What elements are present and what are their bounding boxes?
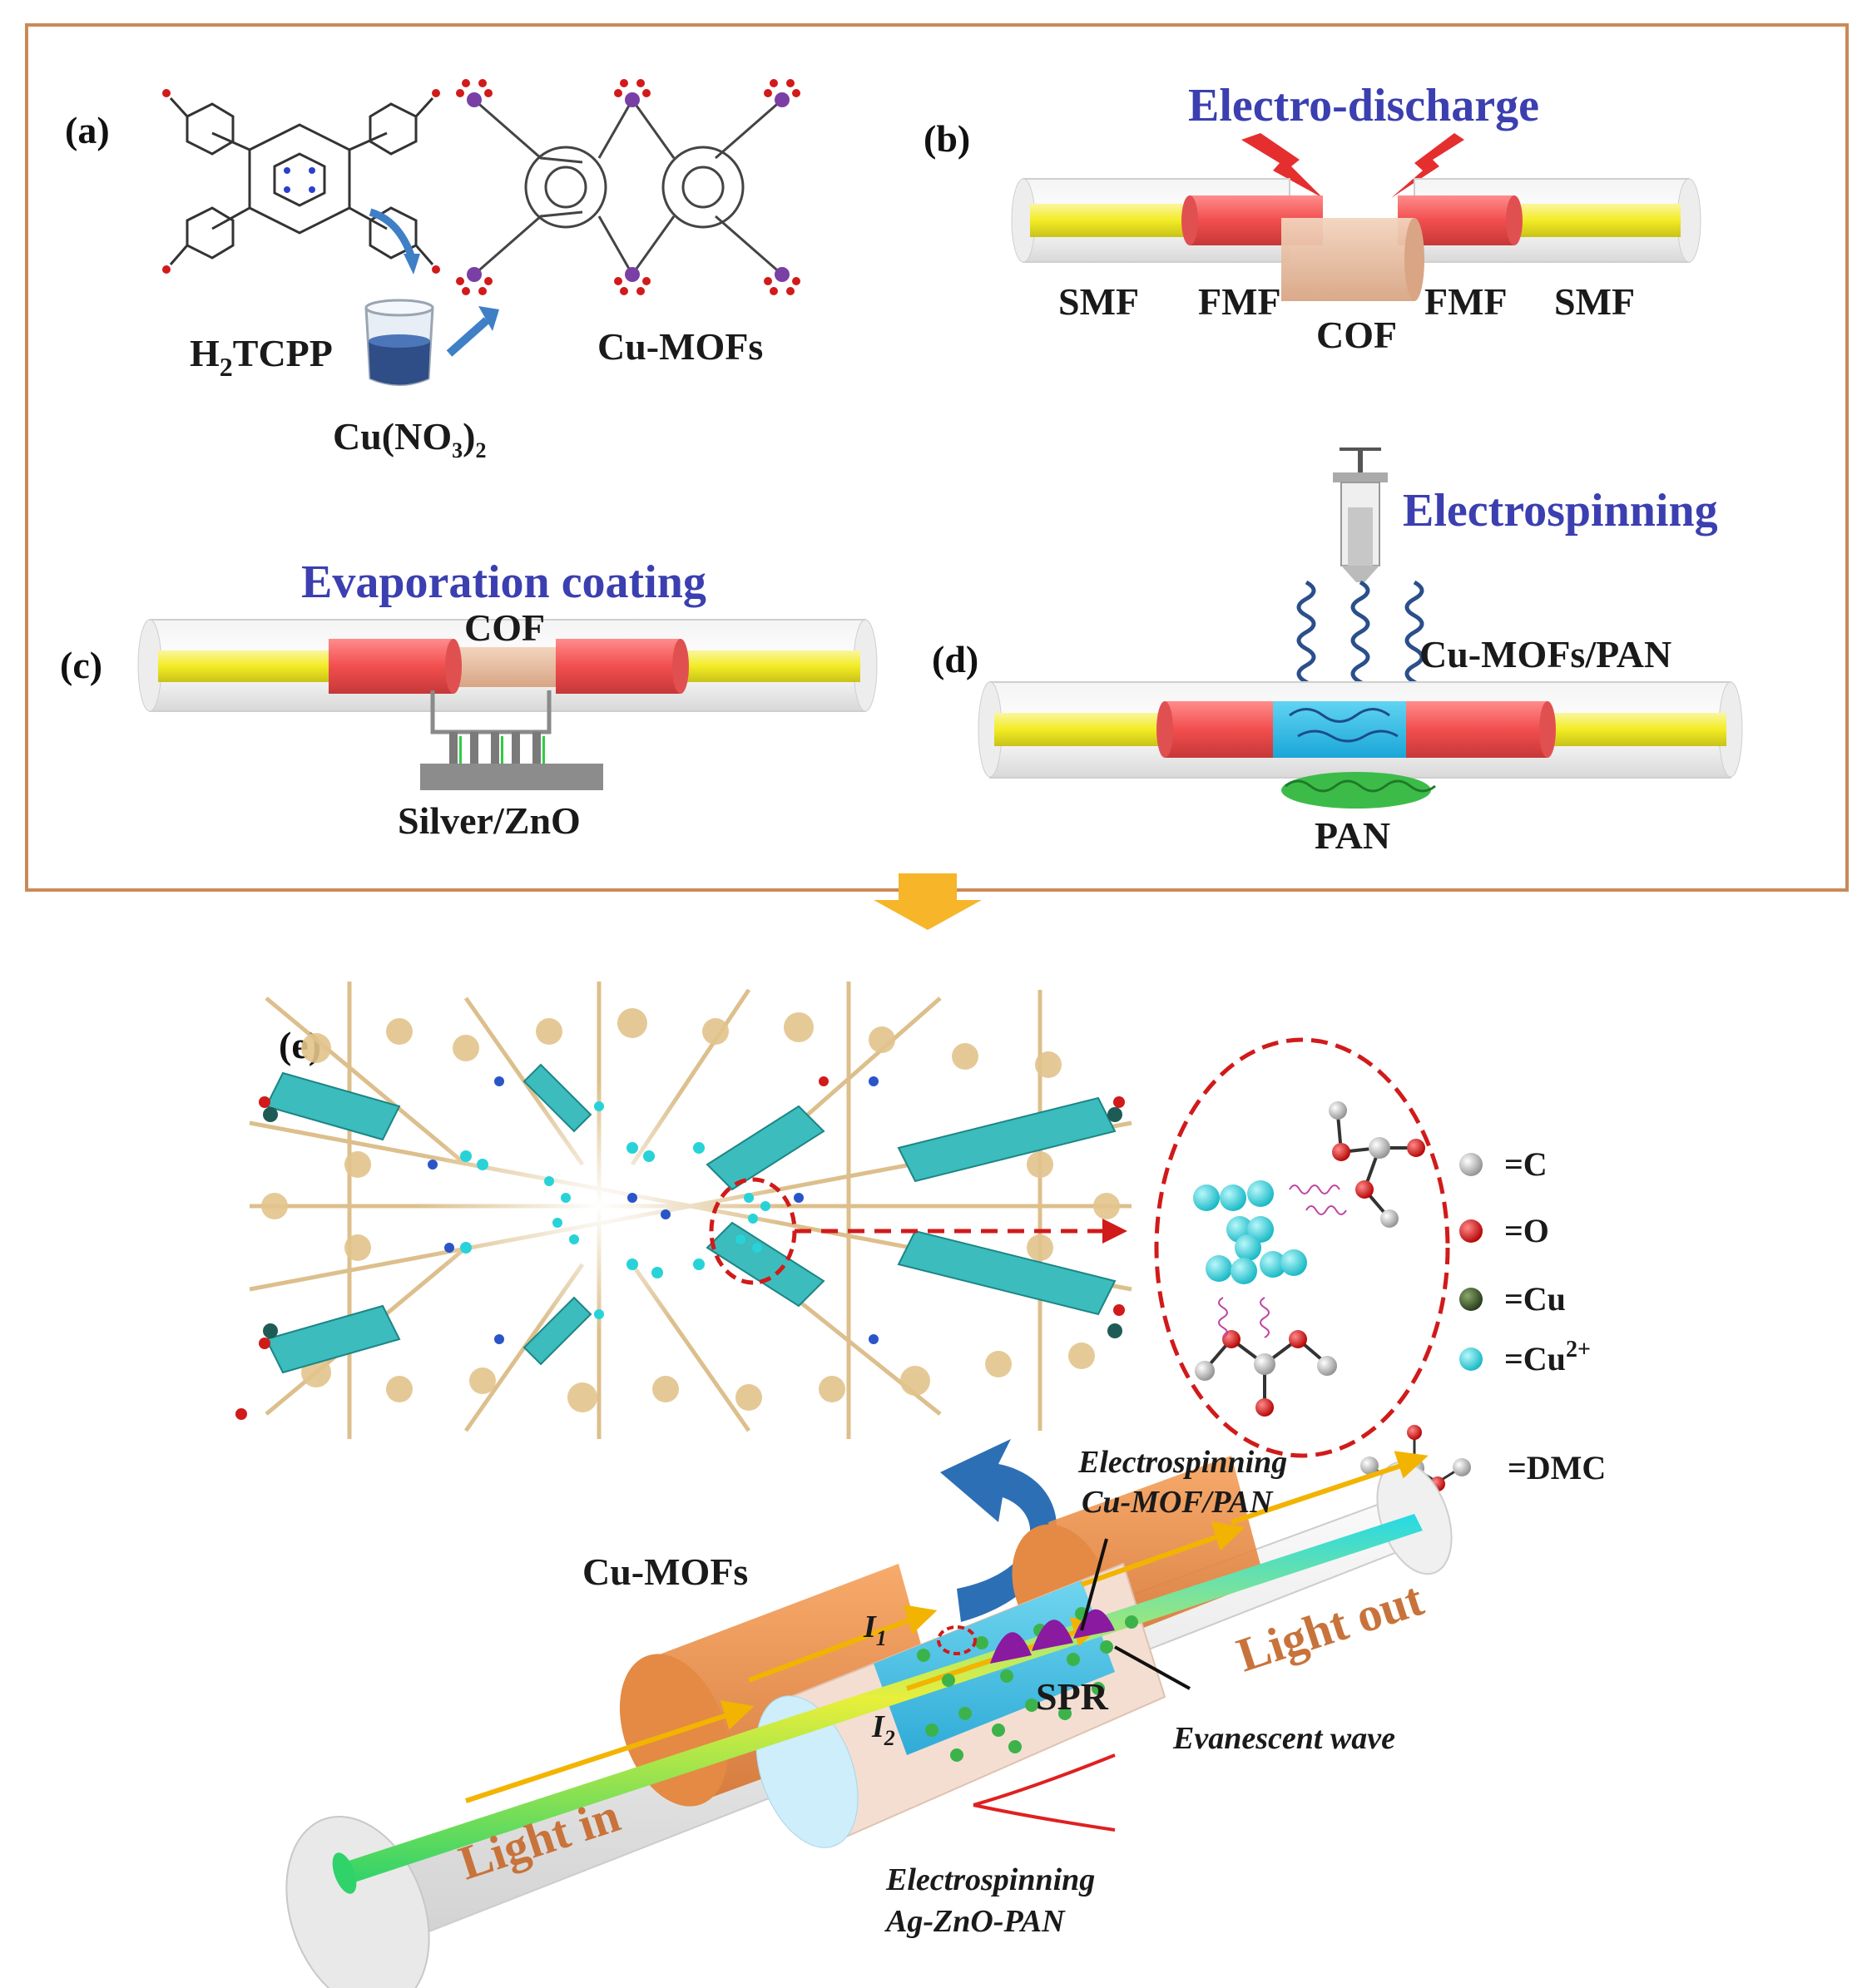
evaporation-source xyxy=(420,690,603,790)
cof-label-c: COF xyxy=(464,606,545,649)
cof-segment-c xyxy=(449,647,557,687)
light-core-beam xyxy=(341,1514,1423,1884)
panel-c: (c) Evaporation coating COF Silver xyxy=(60,556,878,842)
evaporation-coating-title: Evaporation coating xyxy=(301,556,706,608)
panel-e: (e) xyxy=(235,982,1606,1988)
curved-arrow-icon xyxy=(369,208,416,260)
lightning-left-icon xyxy=(1241,133,1323,198)
fmf-right-d xyxy=(1406,701,1548,758)
legend-oxygen-label: =O xyxy=(1504,1212,1549,1249)
cu-mofs-structure-label: Cu-MOFs xyxy=(582,1550,748,1593)
panel-b: (b) Electro-discharge SMF FMF COF FMF SM… xyxy=(924,80,1701,356)
copper-nitrate-label: Cu(NO3)2 xyxy=(333,415,486,462)
evanescent-wave-label: Evanescent wave xyxy=(1172,1721,1395,1756)
legend-copper-ball xyxy=(1459,1288,1483,1311)
panel-d-label: (d) xyxy=(932,638,978,680)
zoom-detail-ellipse xyxy=(1154,1037,1450,1458)
panel-a: (a) xyxy=(65,79,800,462)
legend-copper-ion-ball xyxy=(1459,1348,1483,1371)
down-arrow-icon xyxy=(874,873,982,930)
pan-mat xyxy=(1281,772,1431,809)
legend-copper-label: =Cu xyxy=(1504,1280,1566,1318)
h2tcpp-nitrogens xyxy=(284,167,315,193)
fmf-left-c xyxy=(329,639,453,694)
h2tcpp-oxygens xyxy=(162,89,440,274)
label-fmf-right: FMF xyxy=(1424,280,1508,323)
straight-arrow-icon xyxy=(446,317,490,357)
electrospin-bottom-line2: Ag-ZnO-PAN xyxy=(884,1904,1066,1939)
cu-mof-crystal-structure xyxy=(235,982,1132,1439)
electro-discharge-title: Electro-discharge xyxy=(1188,80,1539,131)
cu-mofs-product-label: Cu-MOFs xyxy=(597,325,763,368)
legend-carbon-ball xyxy=(1459,1153,1483,1176)
h2tcpp-label: H2TCPP xyxy=(190,332,333,382)
syringe-icon xyxy=(1333,448,1388,582)
legend-copper-ion-label: =Cu2+ xyxy=(1504,1337,1591,1377)
atom-legend: =C =O =Cu =Cu2+ =DMC xyxy=(1360,1145,1606,1491)
fiber-sensor xyxy=(285,1451,1453,1988)
panel-a-label: (a) xyxy=(65,109,110,151)
cu-mof-network xyxy=(473,98,783,276)
label-cof: COF xyxy=(1316,314,1397,356)
mof-coating-d xyxy=(1273,701,1414,758)
beaker-icon xyxy=(364,299,434,386)
legend-dmc-label: =DMC xyxy=(1508,1449,1606,1486)
cu-mof-nodes xyxy=(456,79,800,295)
label-smf-right: SMF xyxy=(1554,280,1635,323)
panel-c-label: (c) xyxy=(60,644,102,686)
cu-mofs-pan-label: Cu-MOFs/PAN xyxy=(1419,633,1671,675)
legend-carbon-label: =C xyxy=(1504,1145,1548,1183)
legend-oxygen-ball xyxy=(1459,1219,1483,1243)
electrospinning-title: Electrospinning xyxy=(1403,485,1718,537)
cof-segment xyxy=(1281,218,1414,301)
silver-zno-label: Silver/ZnO xyxy=(398,799,581,842)
label-smf-left: SMF xyxy=(1058,280,1139,323)
label-fmf-left: FMF xyxy=(1198,280,1281,323)
spr-label: SPR xyxy=(1036,1675,1109,1718)
pan-label: PAN xyxy=(1315,814,1390,857)
panel-d: (d) Electrospinning Cu-MOFs/PAN xyxy=(932,448,1743,857)
lightning-right-icon xyxy=(1391,133,1464,198)
zoom-detail-content xyxy=(1193,1101,1425,1417)
panel-b-label: (b) xyxy=(924,117,970,160)
electrospin-bottom-line1: Electrospinning xyxy=(885,1862,1095,1897)
intensity-i2-label: I2 xyxy=(871,1709,895,1750)
electrospin-top-line1: Electrospinning xyxy=(1077,1445,1287,1480)
fmf-right-c xyxy=(556,639,681,694)
intensity-i1-label: I1 xyxy=(863,1610,887,1650)
h2tcpp-molecule xyxy=(169,96,434,265)
electrospin-top-line2: Cu-MOF/PAN xyxy=(1082,1485,1274,1520)
